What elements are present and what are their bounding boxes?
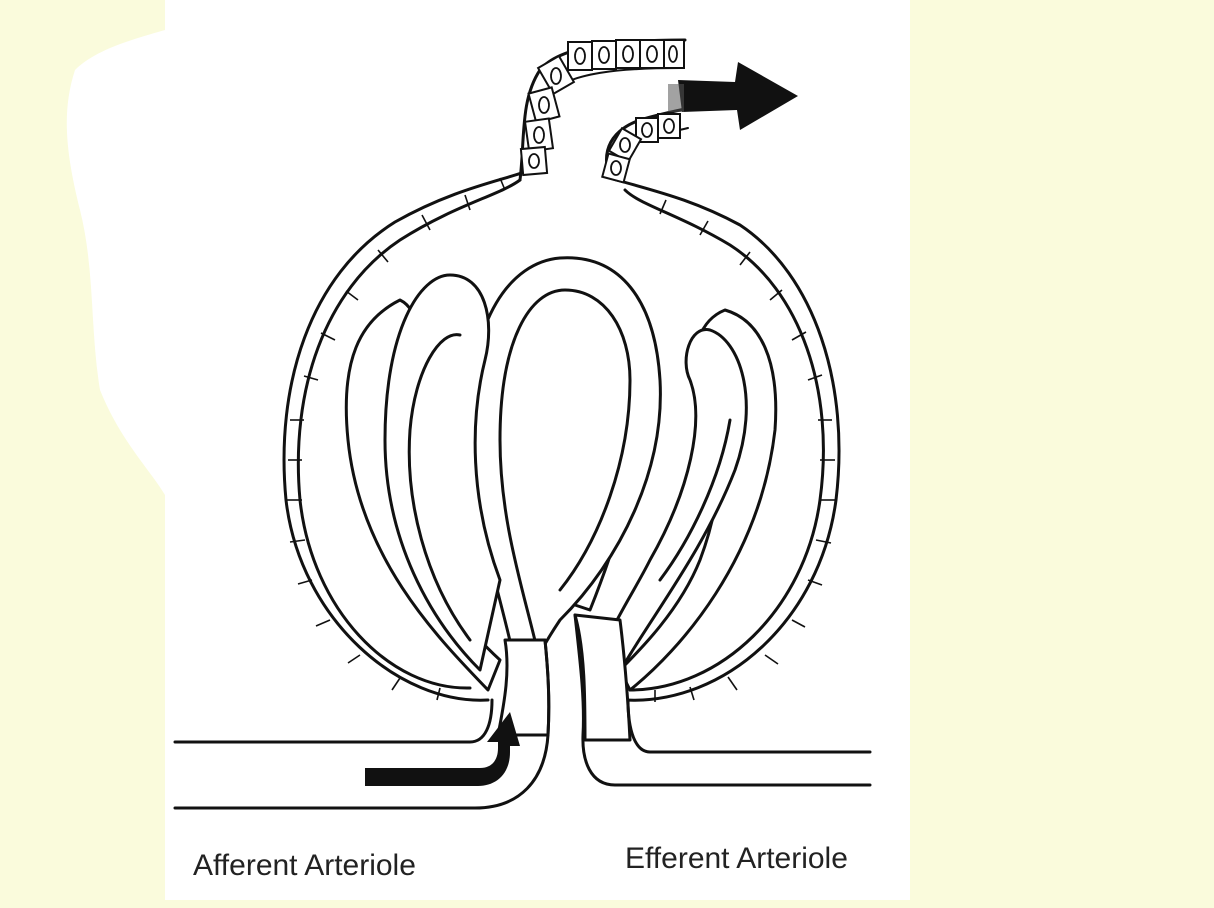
efferent-arteriole-label: Efferent Arteriole (625, 842, 848, 875)
afferent-arteriole-label: Afferent Arteriole (193, 849, 416, 882)
